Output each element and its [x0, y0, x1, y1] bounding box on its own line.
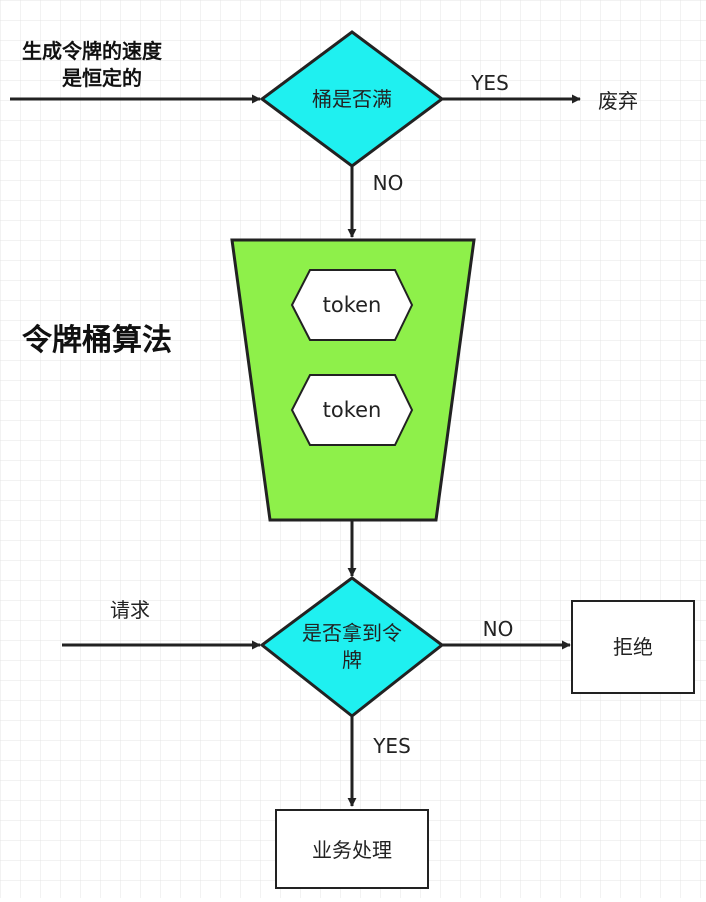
token-1-shape: [290, 269, 414, 341]
discard-label: 废弃: [598, 89, 638, 113]
got-token-decision-label-line2: 牌: [342, 648, 362, 672]
token-2-shape: [290, 374, 414, 446]
reject-box: [571, 600, 695, 694]
got-token-decision-label-line1: 是否拿到令: [302, 621, 402, 645]
diagram-title: 令牌桶算法: [22, 323, 172, 358]
token-rate-label-line2: 是恒定的: [61, 66, 142, 90]
reject-label: 拒绝: [613, 635, 653, 659]
token-2-label: token: [323, 398, 382, 422]
full-yes-label: YES: [470, 71, 509, 95]
process-label: 业务处理: [312, 838, 392, 862]
process-box: [275, 809, 429, 889]
full-no-label: NO: [373, 171, 404, 195]
token-rate-label-line1: 生成令牌的速度: [22, 39, 163, 63]
token-1-label: token: [323, 293, 382, 317]
token-yes-label: YES: [372, 734, 411, 758]
request-label: 请求: [110, 598, 150, 622]
token-no-label: NO: [483, 617, 514, 641]
bucket-full-decision-label: 桶是否满: [312, 87, 392, 111]
